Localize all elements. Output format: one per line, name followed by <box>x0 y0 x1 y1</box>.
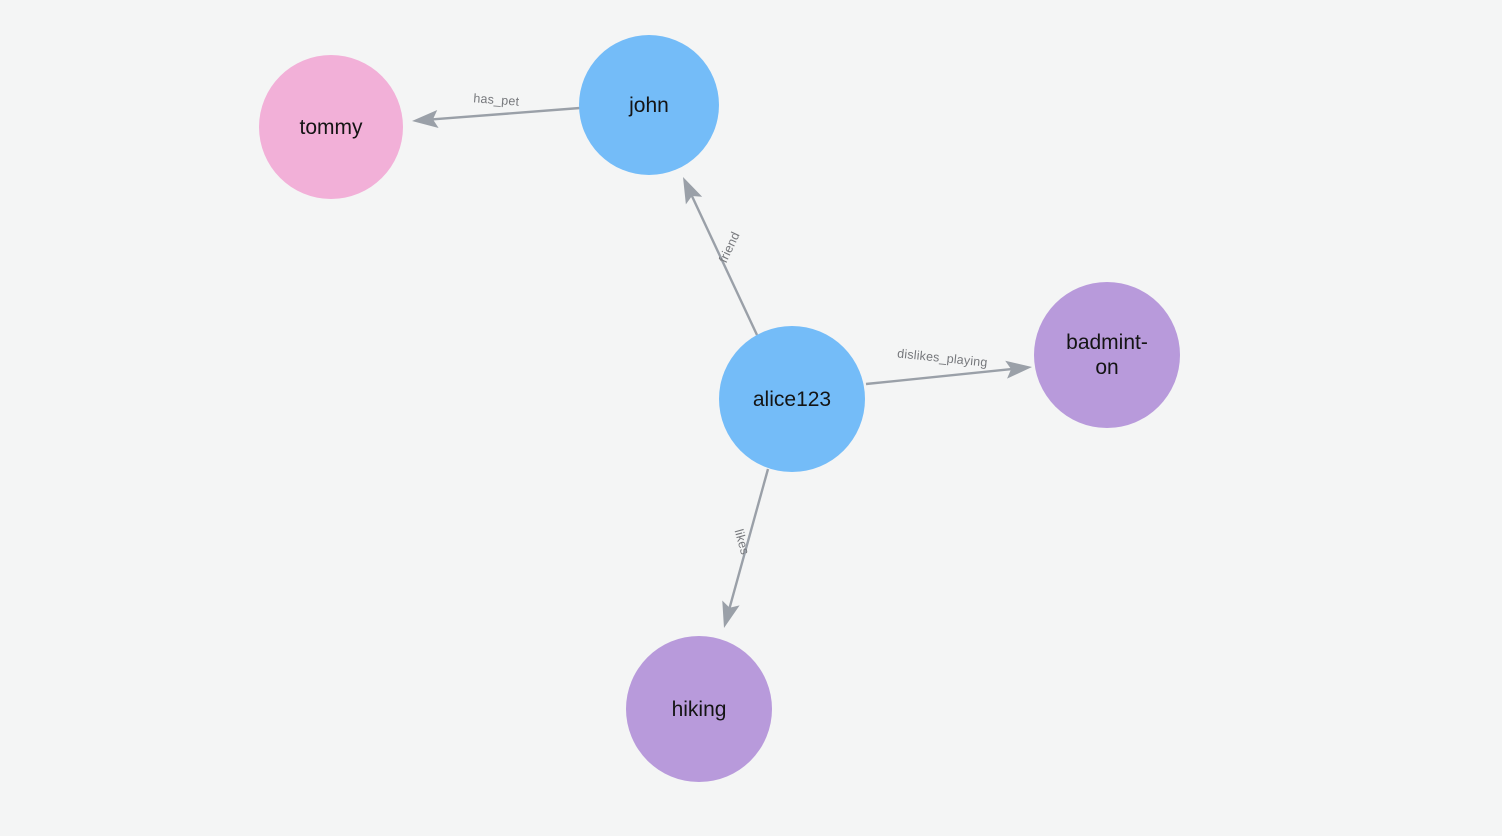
edge-line <box>865 367 1015 386</box>
graph-edge[interactable]: friend <box>683 177 759 336</box>
edge-label: dislikes_playing <box>897 346 989 369</box>
edge-line <box>727 468 770 611</box>
graph-node-john[interactable]: john <box>579 35 719 175</box>
edge-line <box>689 192 759 336</box>
node-label: john <box>629 93 669 117</box>
edge-arrowhead <box>1005 360 1032 379</box>
graph-node-hiking[interactable]: hiking <box>626 636 772 782</box>
edge-line <box>429 106 581 121</box>
node-label: hiking <box>671 697 727 721</box>
edge-arrowhead <box>683 177 703 205</box>
graph-edge[interactable]: has_pet <box>412 91 581 128</box>
graph-edge[interactable]: likes <box>722 468 770 628</box>
edge-label: friend <box>716 230 742 265</box>
edge-arrowhead <box>412 110 439 128</box>
node-label: badmint- on <box>1066 331 1148 379</box>
graph-edge[interactable]: dislikes_playing <box>865 346 1032 386</box>
node-label: alice123 <box>752 387 832 411</box>
node-label: tommy <box>299 115 363 139</box>
graph-node-badminton[interactable]: badmint- on <box>1034 282 1180 428</box>
edge-label: has_pet <box>473 91 520 109</box>
edge-label: likes <box>732 528 752 557</box>
graph-node-tommy[interactable]: tommy <box>259 55 403 199</box>
graph-node-alice123[interactable]: alice123 <box>719 326 865 472</box>
edge-arrowhead <box>722 600 740 628</box>
